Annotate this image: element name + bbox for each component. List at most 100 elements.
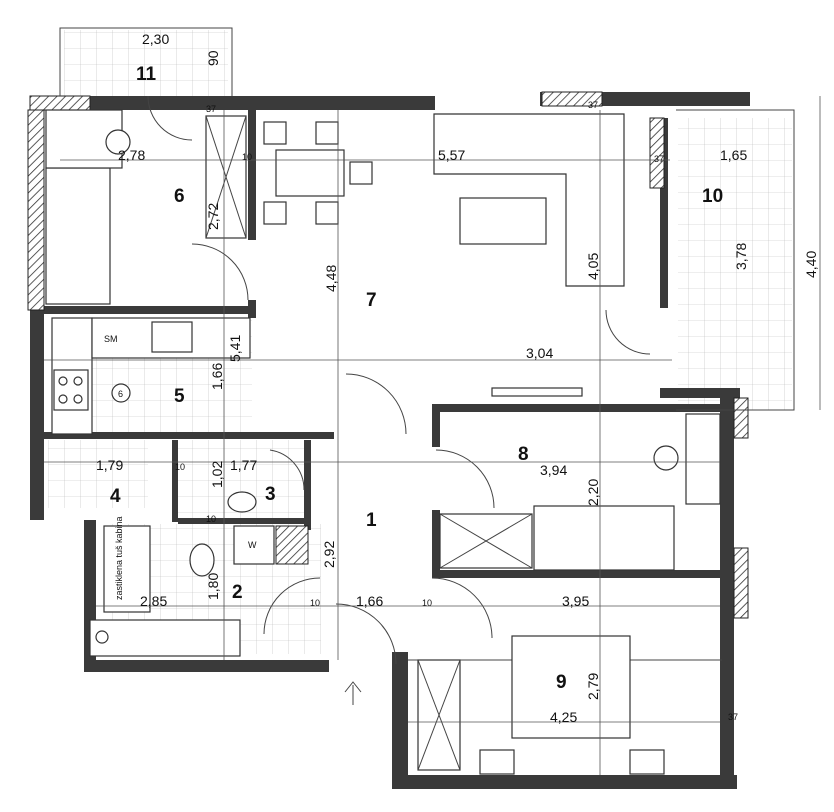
room-number-7: 7 (366, 290, 377, 311)
balcony11-railing (59, 27, 233, 96)
dim-room9-width: 4,25 (550, 709, 577, 725)
entry-arrow-icon (344, 681, 362, 705)
dim-room7-depth: 4,48 (323, 265, 339, 292)
wall-37-a: 37 (206, 104, 216, 114)
wall-bath-right (304, 440, 311, 530)
bed-room6 (45, 167, 111, 305)
column-top-left (29, 95, 91, 111)
room-number-10: 10 (702, 186, 723, 207)
wall-top-mid (240, 96, 435, 110)
shelf-room8 (491, 387, 583, 397)
label-w: W (248, 540, 257, 550)
stove-badge (111, 383, 131, 403)
label-shower: zastiklena tuš kabina (114, 516, 124, 600)
wall-room9-left (392, 652, 408, 782)
coffee-table (459, 197, 547, 245)
drain (95, 630, 109, 644)
dining-chair-5 (349, 161, 373, 185)
dim-balcony10-depth: 3,78 (733, 243, 749, 270)
desk-room8 (685, 413, 721, 505)
burner-4 (73, 394, 83, 404)
column-left (27, 109, 45, 311)
door-room9 (431, 577, 493, 639)
wall-bath-mid (172, 440, 178, 522)
wall-kitchen-bottom (44, 432, 334, 439)
wall-10-e: 10 (206, 514, 216, 524)
dim-room3-depth: 1,02 (209, 461, 225, 488)
dim-balcony10-width: 1,65 (720, 147, 747, 163)
wall-37-d: 37 (728, 712, 738, 722)
door-room3 (269, 449, 305, 491)
dining-chair-2 (315, 121, 339, 145)
room-number-9: 9 (556, 672, 567, 693)
door-room7-hall (345, 373, 407, 435)
wall-10-b: 10 (175, 462, 185, 472)
room-number-8: 8 (518, 444, 529, 465)
dim-room8-depth: 2,20 (585, 479, 601, 506)
door-balcony11 (147, 95, 193, 141)
column-right-c (733, 397, 749, 439)
chair-room8 (653, 445, 679, 471)
kitchen-sink (151, 321, 193, 353)
sofa (433, 113, 625, 287)
dim-room2-width: 2,85 (140, 593, 167, 609)
shower-cabin (103, 525, 151, 613)
burner-2 (73, 376, 83, 386)
dining-chair-4 (315, 201, 339, 225)
walls (30, 92, 750, 789)
wall-room8-left (432, 412, 440, 447)
wall-37-c: 37 (654, 154, 664, 164)
room-number-6: 6 (174, 186, 185, 207)
dim-room9-depth: 2,79 (585, 673, 601, 700)
dim-room9-width-top: 3,95 (562, 593, 589, 609)
duct-bath (275, 525, 309, 565)
stove (53, 369, 89, 411)
room4-tiles (48, 440, 148, 508)
bathtub (89, 619, 241, 657)
balcony11-tiles (64, 30, 228, 96)
dim-balcony10-total: 4,40 (803, 251, 819, 278)
room-number-11: 11 (136, 64, 157, 85)
bed-room9 (511, 635, 631, 739)
dim-room7-lower-width: 3,04 (526, 345, 553, 361)
dim-room8-width: 3,94 (540, 462, 567, 478)
door-balcony10 (605, 309, 651, 355)
dim-room6-depth: 2,72 (205, 203, 221, 230)
dim-room4-width: 1,79 (96, 457, 123, 473)
door-room6 (191, 243, 249, 301)
door-room2 (263, 577, 321, 635)
wardrobe9-x2 (417, 659, 461, 771)
wall-right-lower (720, 398, 734, 788)
dim-hall-depth: 2,92 (321, 541, 337, 568)
label-sm: SM (104, 334, 118, 344)
dim-kitchen-depth: 1,66 (209, 363, 225, 390)
burner-3 (58, 394, 68, 404)
wall-10-c: 10 (310, 598, 320, 608)
wall-balcony10-left (660, 118, 668, 308)
wall-bottom-right (392, 775, 737, 789)
wardrobe8-x2 (439, 513, 533, 569)
column-top-right (541, 91, 603, 107)
toilet (189, 543, 215, 577)
wall-room8-left-b (432, 510, 440, 572)
wall-10-d: 10 (422, 598, 432, 608)
chair-room6 (105, 129, 131, 155)
dim-room7-width: 5,57 (438, 147, 465, 163)
wall-room6-right-b (248, 300, 256, 318)
room-number-4: 4 (110, 486, 121, 507)
room-number-5: 5 (174, 386, 185, 407)
wall-balcony10-bottom (660, 388, 740, 398)
door-room8 (435, 449, 495, 509)
dim-hall-width: 1,66 (356, 593, 383, 609)
bath-sink (227, 491, 257, 513)
room-number-1: 1 (366, 510, 377, 531)
balcony10-railing (676, 109, 795, 411)
column-right-b (733, 547, 749, 619)
room-number-3: 3 (265, 484, 276, 505)
dim-hall-to-kitchen: 5,41 (227, 335, 243, 362)
dim-room2-depth: 1,80 (205, 573, 221, 600)
dim-room3-width: 1,77 (230, 457, 257, 473)
room-number-2: 2 (232, 582, 243, 603)
label-stove-number: 6 (118, 389, 123, 399)
dining-table (275, 149, 345, 197)
